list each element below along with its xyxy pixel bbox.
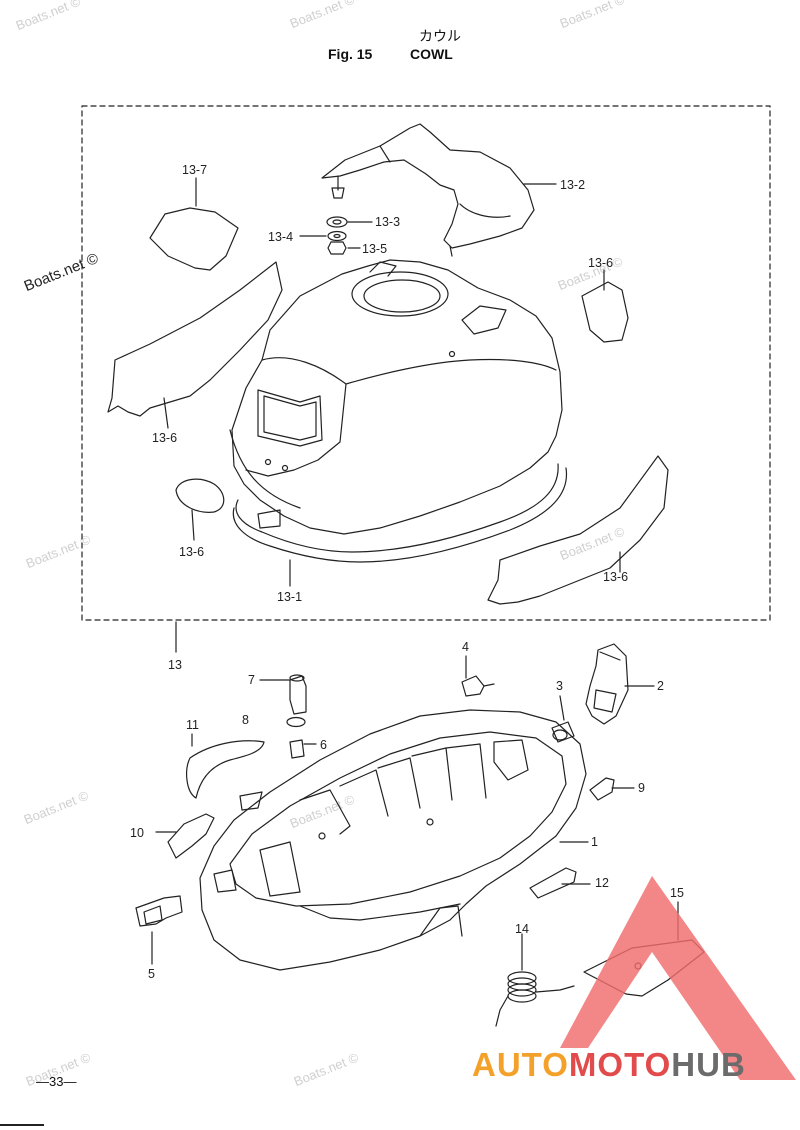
callout-13-3: 13-3 <box>375 215 401 229</box>
page-number: —33— <box>36 1074 77 1089</box>
callout-8: 8 <box>242 713 249 727</box>
callout-4: 4 <box>462 640 469 654</box>
part-12 <box>529 867 577 899</box>
callout-13-6-right: 13-6 <box>603 570 629 584</box>
callout-15: 15 <box>670 886 684 900</box>
callout-13-6-left: 13-6 <box>152 431 178 445</box>
callout-14: 14 <box>515 922 529 936</box>
part-10 <box>167 813 215 859</box>
callout-12: 12 <box>595 876 609 890</box>
part-13-6-right-small <box>581 281 629 343</box>
part-8 <box>186 740 265 799</box>
part-7 <box>289 675 307 715</box>
part-13-2 <box>321 123 535 249</box>
callout-1: 1 <box>591 835 598 849</box>
callout-13-7: 13-7 <box>182 163 208 177</box>
callout-6: 6 <box>320 738 327 752</box>
title-japanese: カウル <box>419 29 461 45</box>
logo-part-moto: MOTO <box>568 1046 672 1083</box>
logo-part-hub: HUB <box>671 1046 746 1083</box>
part-4 <box>461 675 485 697</box>
part-6 <box>289 739 305 759</box>
part-9 <box>589 777 615 801</box>
part-5 <box>135 895 183 927</box>
part-2 <box>585 643 629 725</box>
figure-title: COWL <box>410 46 453 62</box>
part-14 <box>495 971 575 1027</box>
callout-13: 13 <box>168 658 182 672</box>
assembly-13-boundary <box>81 105 771 621</box>
callout-5: 5 <box>148 967 155 981</box>
callout-7: 7 <box>248 673 255 687</box>
footer-rule <box>0 1124 44 1126</box>
part-13-6-right <box>487 455 669 605</box>
callout-10: 10 <box>130 826 144 840</box>
callout-13-4: 13-4 <box>268 230 294 244</box>
callout-13-6-right-small: 13-6 <box>588 256 614 270</box>
callout-13-6-small: 13-6 <box>179 545 205 559</box>
callout-3: 3 <box>556 679 563 693</box>
callout-11: 11 <box>186 718 199 732</box>
part-1 <box>199 709 587 971</box>
figure-number: Fig. 15 <box>328 46 373 62</box>
logo-triangle-icon <box>560 876 796 1080</box>
callout-13-2: 13-2 <box>560 178 586 192</box>
callout-2: 2 <box>657 679 664 693</box>
callout-13-1: 13-1 <box>277 590 303 604</box>
logo-part-auto: AUTO <box>472 1046 569 1083</box>
callout-9: 9 <box>638 781 645 795</box>
automotohub-logo: AUTOMOTOHUB <box>472 1046 746 1084</box>
part-13-6-left <box>107 261 283 417</box>
part-13-1 <box>231 259 563 535</box>
part-13-4 <box>327 230 347 242</box>
part-3 <box>551 721 575 743</box>
callout-13-5: 13-5 <box>362 242 388 256</box>
part-13-3 <box>326 216 348 228</box>
part-13-6-small <box>175 478 225 513</box>
part-13-7 <box>149 207 239 271</box>
part-13-5 <box>327 241 347 255</box>
